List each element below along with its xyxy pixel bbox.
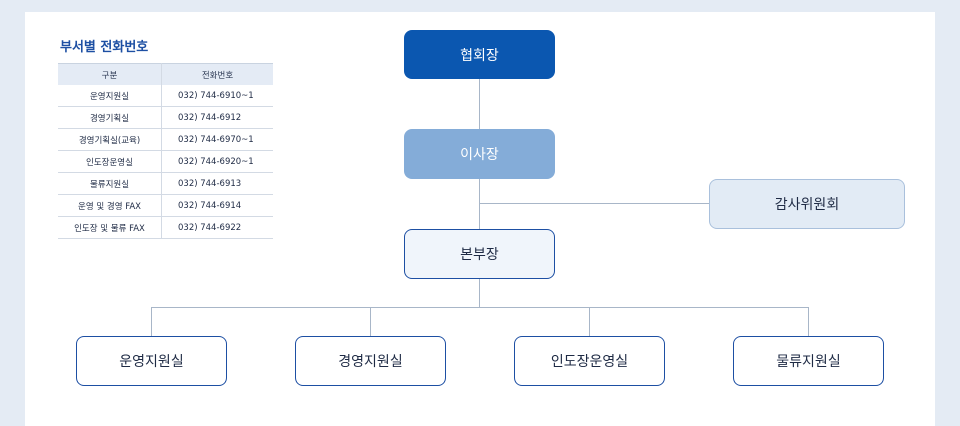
department-label: 경영지원실 [338, 354, 403, 370]
department-label: 인도장운영실 [550, 354, 629, 370]
row-phone: 032) 744-6910~1 [161, 85, 273, 107]
row-department: 운영지원실 [58, 85, 162, 107]
table-row: 인도장 및 물류 FAX 032) 744-6922 [58, 216, 273, 239]
chairman-box: 이사장 [404, 129, 555, 179]
department-box-operations-support: 운영지원실 [76, 336, 227, 386]
connector-head-down [479, 279, 480, 308]
row-phone: 032) 744-6912 [161, 106, 273, 129]
row-phone: 032) 744-6913 [161, 172, 273, 195]
row-department: 물류지원실 [58, 172, 162, 195]
connector-dept-3 [589, 307, 590, 336]
headquarters-head-label: 본부장 [460, 247, 499, 263]
department-box-pickup-operations: 인도장운영실 [514, 336, 665, 386]
department-box-management-support: 경영지원실 [295, 336, 446, 386]
connector-chairman-head [479, 179, 480, 229]
row-department: 경영기획실 [58, 106, 162, 129]
table-row: 물류지원실 032) 744-6913 [58, 172, 273, 195]
row-phone: 032) 744-6922 [161, 216, 273, 239]
connector-dept-4 [808, 307, 809, 336]
chairman-label: 이사장 [460, 147, 499, 163]
table-row: 운영 및 경영 FAX 032) 744-6914 [58, 194, 273, 217]
phone-directory-title: 부서별 전화번호 [60, 40, 149, 55]
department-label: 물류지원실 [776, 354, 841, 370]
table-row: 경영기획실(교육) 032) 744-6970~1 [58, 128, 273, 151]
header-category: 구분 [58, 63, 162, 85]
table-row: 경영기획실 032) 744-6912 [58, 106, 273, 129]
header-phone: 전화번호 [161, 63, 273, 85]
department-label: 운영지원실 [119, 354, 184, 370]
connector-dept-1 [151, 307, 152, 336]
connector-audit [480, 203, 709, 204]
table-row: 운영지원실 032) 744-6910~1 [58, 85, 273, 107]
table-row: 인도장운영실 032) 744-6920~1 [58, 150, 273, 173]
president-box: 협회장 [404, 30, 555, 79]
connector-horizontal-bus [151, 307, 809, 308]
row-department: 경영기획실(교육) [58, 128, 162, 151]
row-phone: 032) 744-6970~1 [161, 128, 273, 151]
connector-dept-2 [370, 307, 371, 336]
row-department: 인도장 및 물류 FAX [58, 216, 162, 239]
audit-committee-box: 감사위원회 [709, 179, 905, 229]
table-header-row: 구분 전화번호 [58, 63, 273, 85]
row-department: 인도장운영실 [58, 150, 162, 173]
row-phone: 032) 744-6914 [161, 194, 273, 217]
audit-committee-label: 감사위원회 [774, 197, 840, 213]
connector-president-chairman [479, 79, 480, 129]
headquarters-head-box: 본부장 [404, 229, 555, 279]
phone-directory-table: 구분 전화번호 운영지원실 032) 744-6910~1 경영기획실 032)… [58, 63, 273, 239]
department-box-logistics-support: 물류지원실 [733, 336, 884, 386]
row-department: 운영 및 경영 FAX [58, 194, 162, 217]
row-phone: 032) 744-6920~1 [161, 150, 273, 173]
president-label: 협회장 [460, 47, 499, 64]
